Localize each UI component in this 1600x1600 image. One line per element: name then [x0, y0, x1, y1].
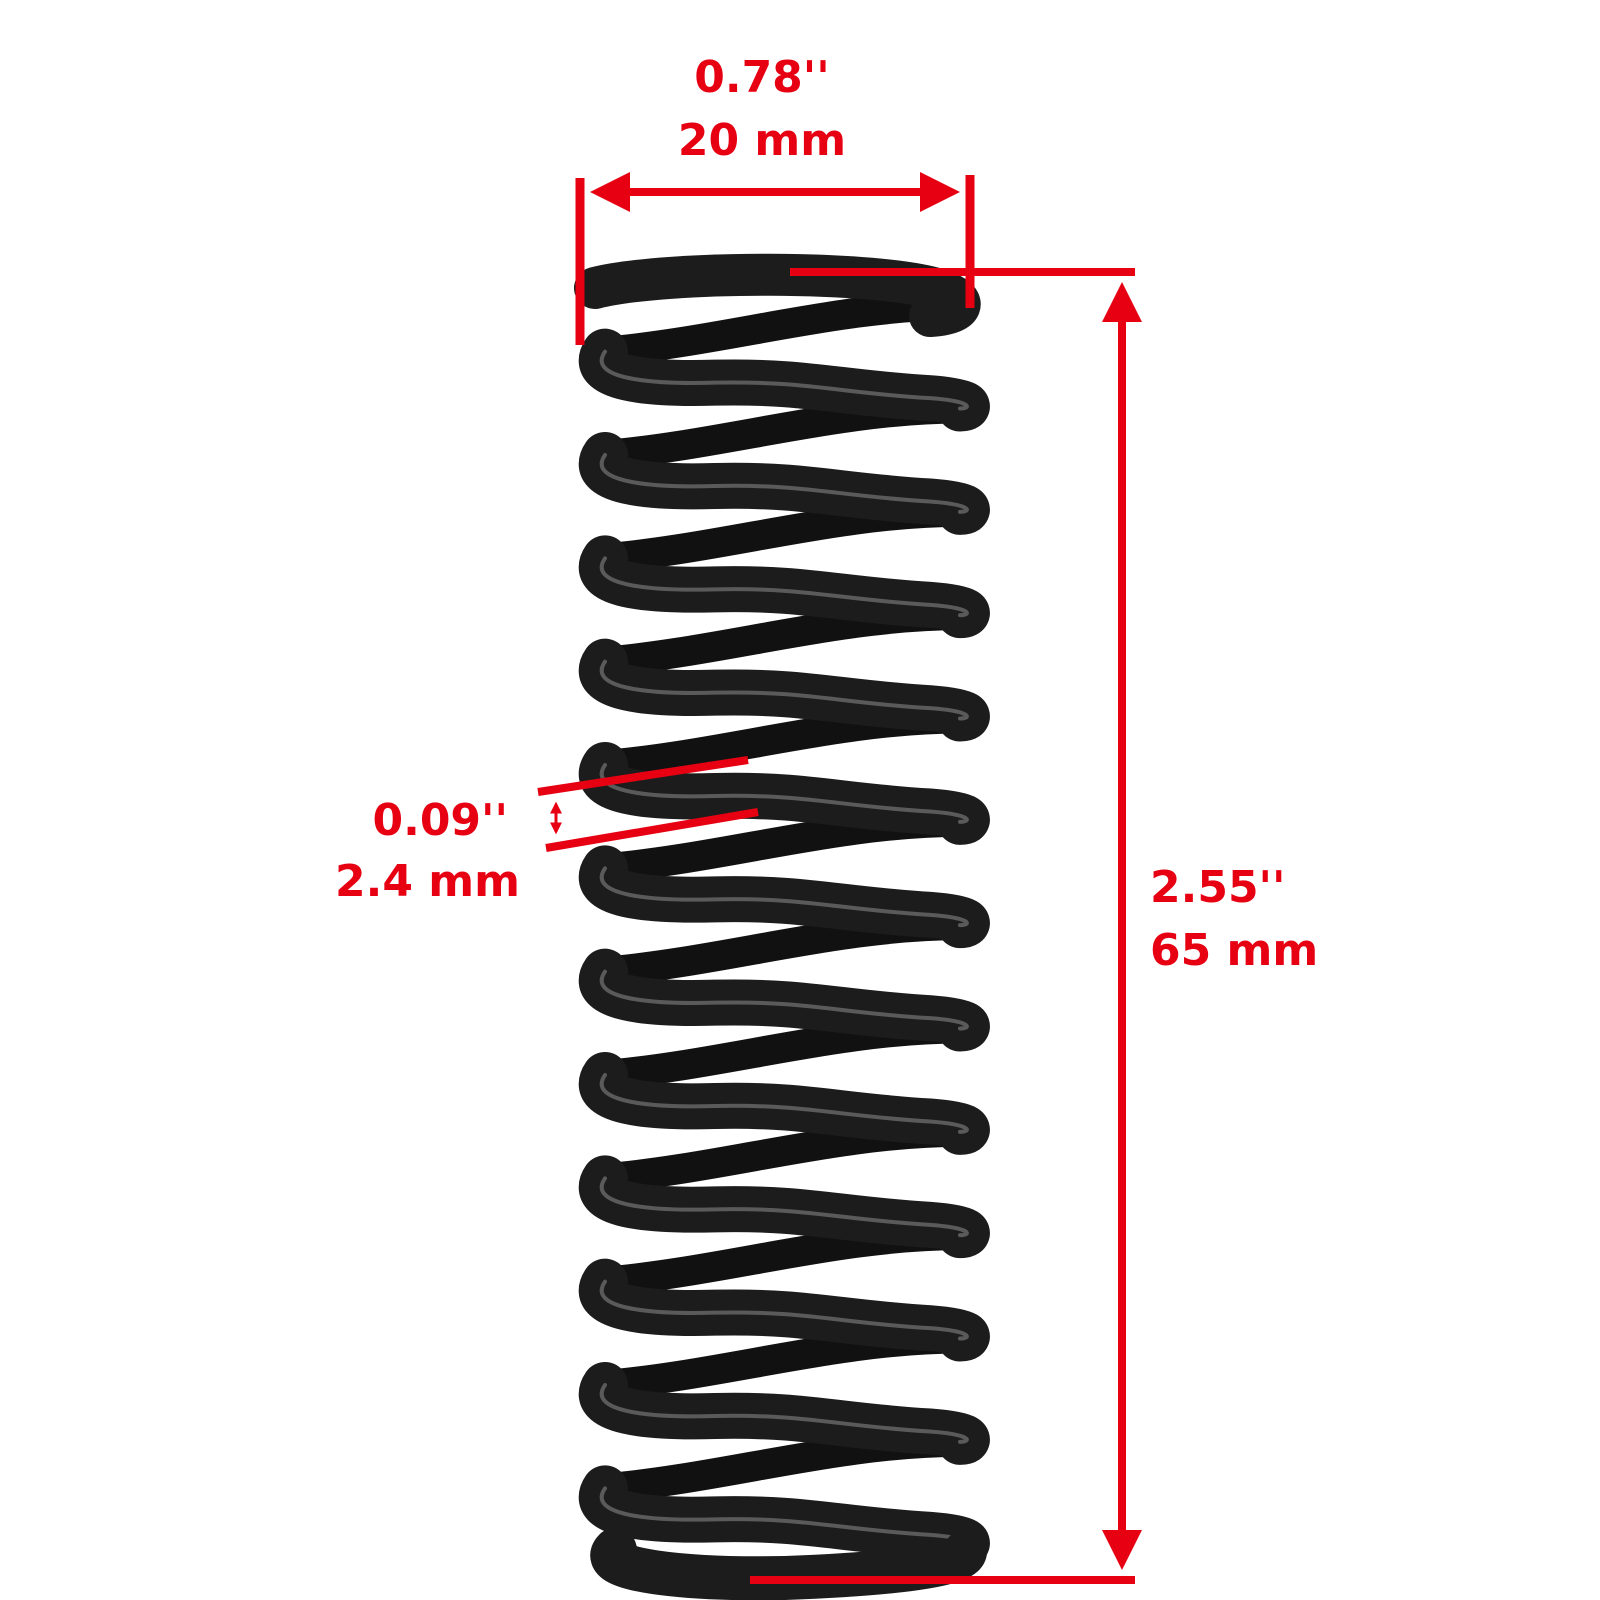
wire-diameter-dimension: 0.09'' 2.4 mm [335, 756, 759, 907]
spring-coil-highlight [599, 969, 969, 1031]
od-mm-label: 20 mm [678, 115, 846, 166]
outer-diameter-dimension: 0.78'' 20 mm [575, 52, 975, 345]
wire-mm-label: 2.4 mm [335, 856, 520, 907]
length-inches-label: 2.55'' [1150, 862, 1286, 913]
spring-coil-highlight [599, 1073, 969, 1134]
spring-coil-highlight [599, 349, 969, 411]
coil-spring [574, 253, 990, 1600]
spring-coil-highlight [599, 1176, 969, 1238]
wire-upper-line [537, 756, 749, 796]
spring-coil-highlight [599, 1383, 969, 1444]
spring-coil-highlight [599, 866, 969, 928]
free-length-dimension: 2.55'' 65 mm [750, 268, 1318, 1584]
spring-bottom-end-coil [590, 1528, 987, 1600]
spring-coil-highlight [599, 763, 969, 824]
spring-coil-highlight [599, 1279, 969, 1341]
spring-top-end-coil [574, 253, 981, 337]
spring-back-strand [590, 290, 975, 367]
wire-inches-label: 0.09'' [372, 795, 508, 846]
length-mm-label: 65 mm [1150, 925, 1318, 976]
spring-coil-highlight [599, 453, 969, 514]
wire-lower-line [545, 808, 759, 852]
od-inches-label: 0.78'' [694, 52, 830, 103]
spring-coil-highlight [599, 659, 969, 721]
spring-coil-highlight [599, 556, 969, 618]
